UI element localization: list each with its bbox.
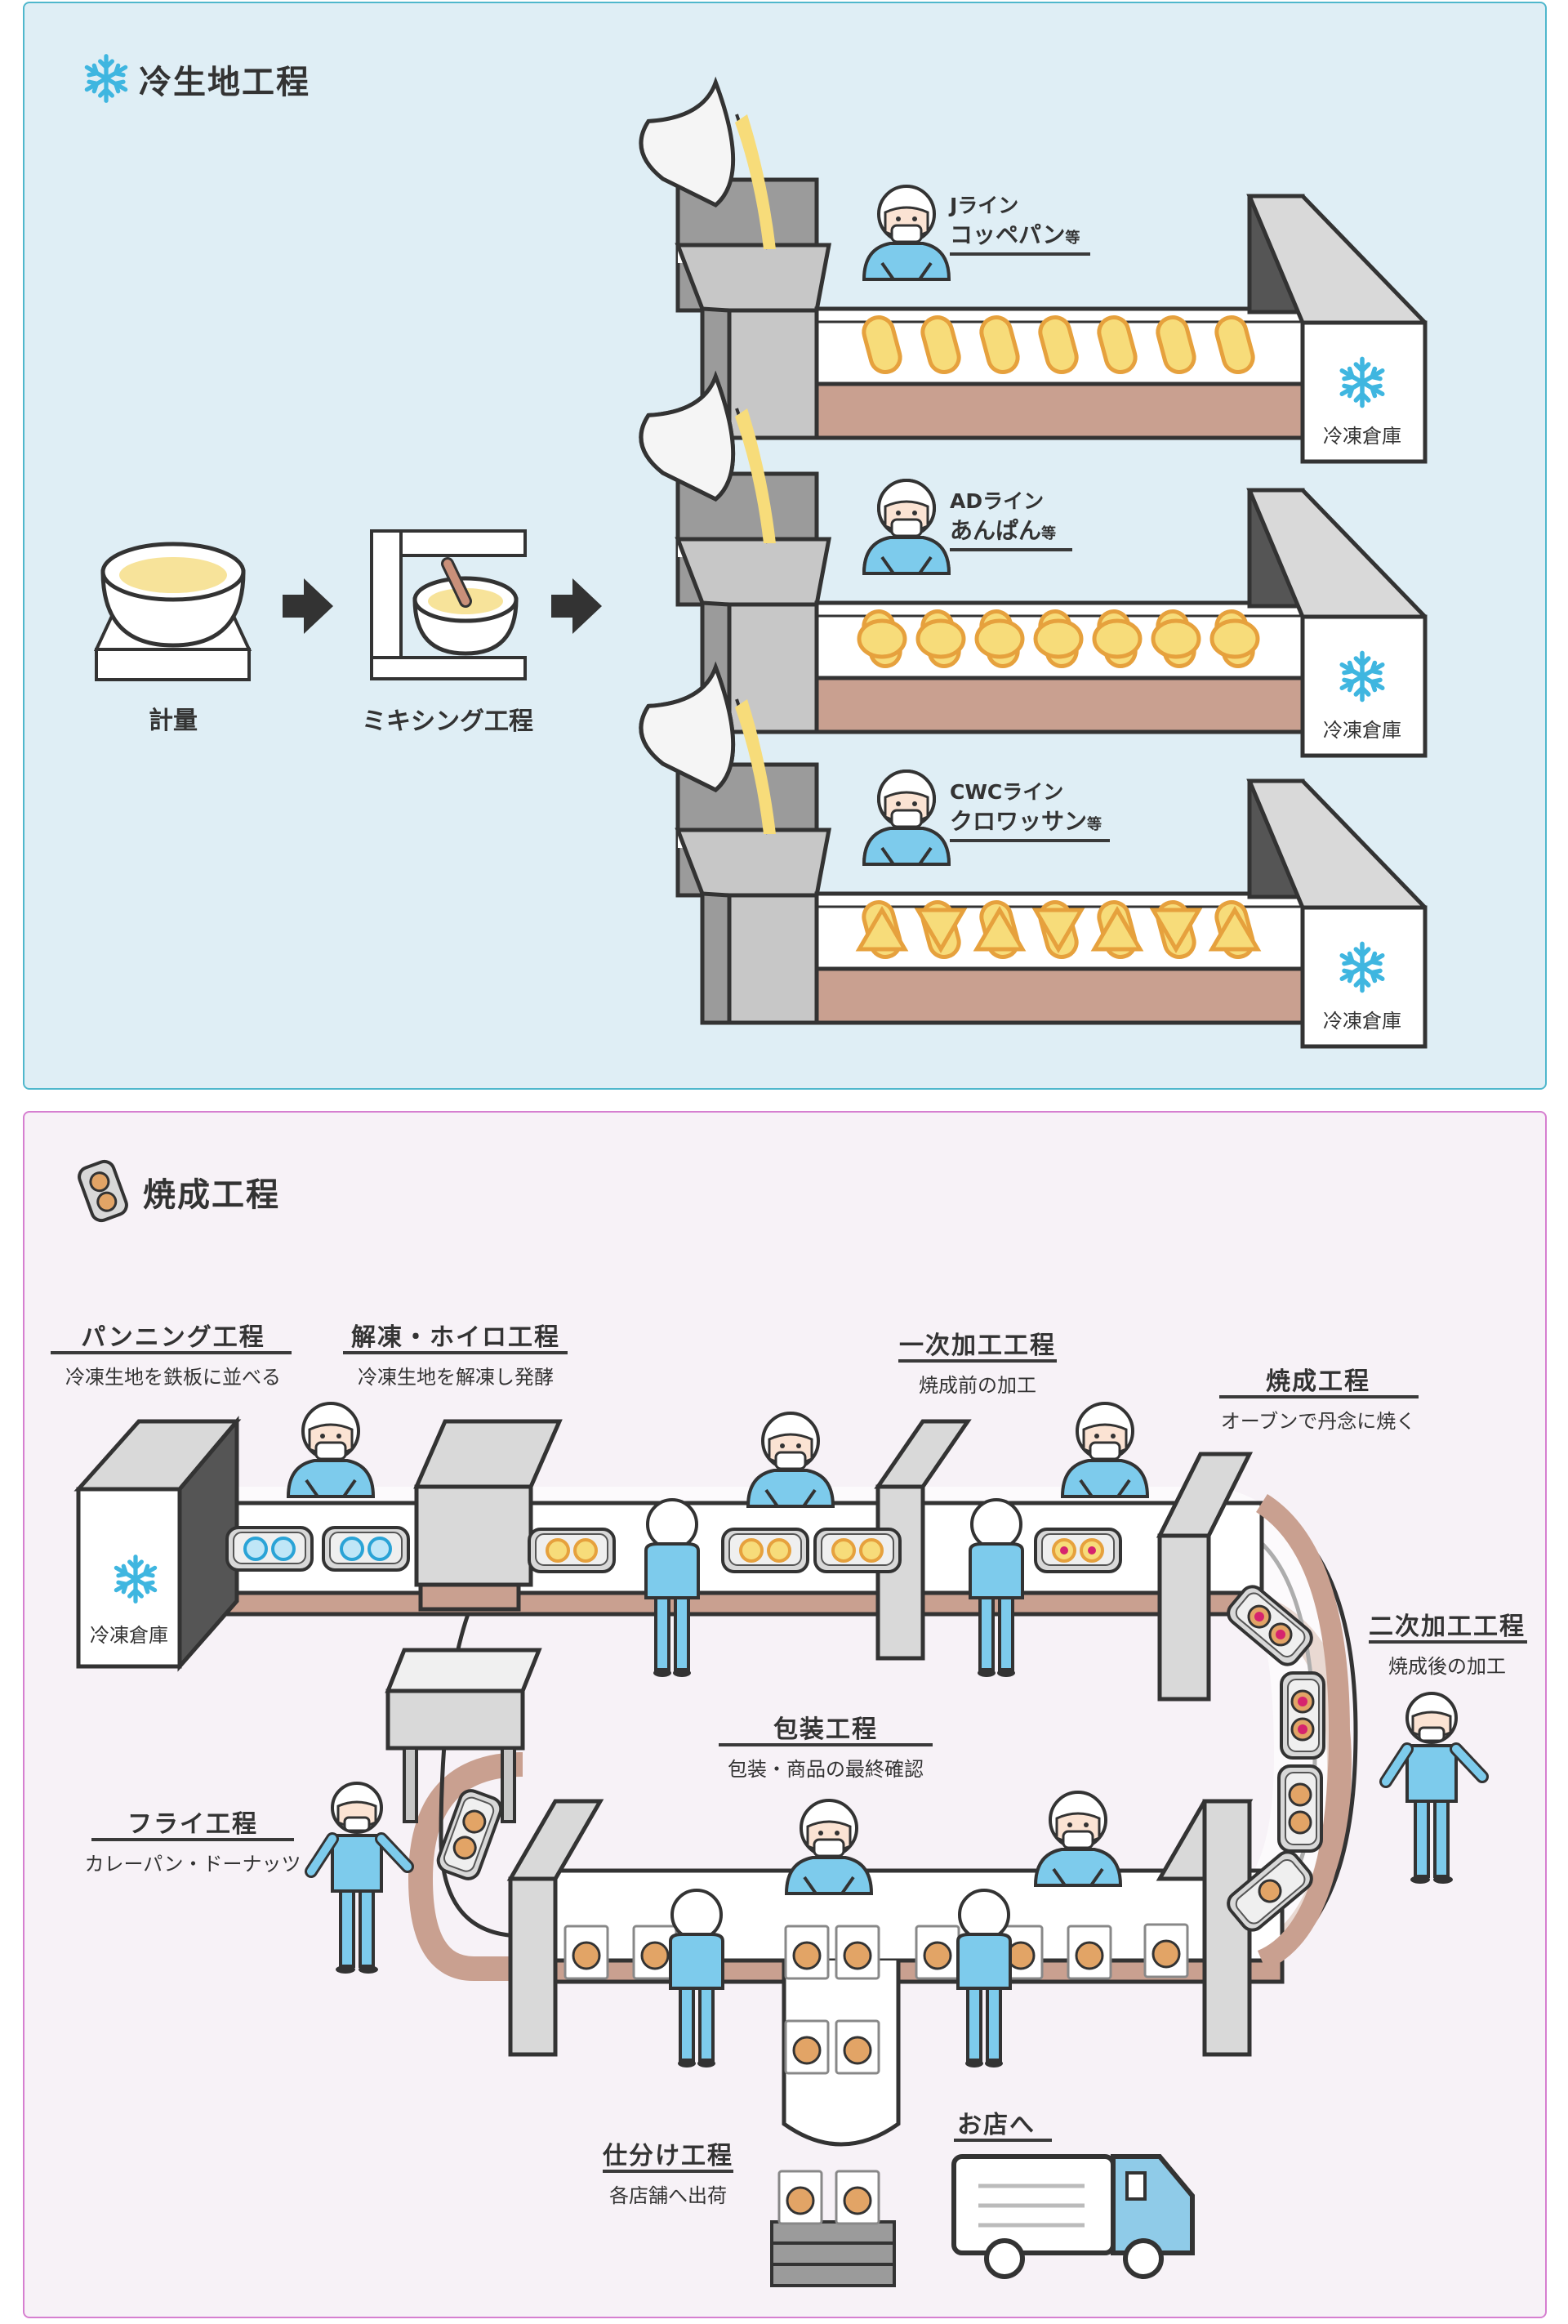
- baking-tray-icon: [78, 1159, 128, 1223]
- line-j-name: Jライン: [950, 194, 1019, 217]
- baking-storage-label: 冷凍倉庫: [90, 1624, 168, 1647]
- dough-piece: [915, 618, 966, 659]
- line-worker: [862, 769, 951, 866]
- line-ad-product: あんぱん等: [950, 517, 1057, 544]
- baking-section-title: 焼成工程: [143, 1176, 280, 1214]
- production-line-ad: [639, 370, 1428, 758]
- arrow-right-icon: [551, 578, 602, 634]
- dough-piece: [1156, 315, 1196, 374]
- dough-bowl-icon: [639, 661, 736, 792]
- process-secondary-title: 二次加工工程: [1369, 1613, 1526, 1641]
- dough-piece: [973, 906, 1027, 952]
- line-ad-storage: 冷凍倉庫: [1323, 719, 1401, 742]
- line-worker: [862, 185, 951, 281]
- process-primary-desc: 焼成前の加工: [919, 1374, 1036, 1397]
- delivery-label: お店へ: [957, 2111, 1036, 2139]
- process-bake-desc: オーブンで丹念に焼く: [1220, 1410, 1416, 1433]
- process-packaging-desc: 包装・商品の最終確認: [728, 1758, 924, 1781]
- dough-piece: [1149, 908, 1203, 953]
- dough-piece: [1151, 618, 1201, 659]
- tray-row-panning: [225, 1526, 410, 1572]
- dough-piece: [1209, 618, 1260, 659]
- dough-piece: [855, 906, 909, 952]
- process-panning-title: パンニング工程: [81, 1323, 265, 1352]
- line-ad-name: ADライン: [950, 489, 1045, 513]
- dough-piece: [1038, 315, 1079, 374]
- line-cwc-name: CWCライン: [950, 780, 1064, 804]
- dough-bowl-icon: [639, 76, 736, 207]
- dough-bowl-icon: [639, 370, 736, 502]
- line-cwc-storage: 冷凍倉庫: [1323, 1010, 1401, 1033]
- process-thaw-desc: 冷凍生地を解凍し発酵: [358, 1366, 554, 1389]
- step-mixing-label: ミキシング工程: [362, 707, 533, 736]
- arrow-right-icon: [283, 578, 333, 634]
- line-j-storage: 冷凍倉庫: [1323, 425, 1401, 448]
- process-thaw-underline: [343, 1351, 568, 1354]
- process-fry-title: フライ工程: [127, 1810, 258, 1839]
- process-bake-title: 焼成工程: [1266, 1367, 1370, 1396]
- delivery-underline: [954, 2139, 1052, 2142]
- process-bake-underline: [1219, 1395, 1419, 1398]
- line-j-product: コッペパン等: [950, 221, 1080, 248]
- dough-piece: [1031, 908, 1085, 953]
- dough-piece: [1208, 906, 1262, 952]
- delivery-truck-icon: [951, 2154, 1195, 2279]
- baking-cold-storage: [74, 1416, 242, 1672]
- process-fry-desc: カレーパン・ドーナッツ: [84, 1853, 301, 1876]
- shipping-crate: [770, 2170, 896, 2287]
- dough-piece: [1097, 315, 1138, 374]
- weighing-scale-illustration: [93, 542, 252, 681]
- fryer-machine: [385, 1582, 542, 1823]
- dough-piece: [914, 908, 968, 953]
- line-ad-underline: [950, 548, 1072, 551]
- production-line-cwc: [639, 661, 1428, 1049]
- process-primary-title: 一次加工工程: [899, 1332, 1056, 1360]
- dough-piece: [1092, 618, 1143, 659]
- dough-piece: [862, 315, 902, 374]
- frozen-section-title: 冷生地工程: [139, 64, 310, 101]
- dough-piece: [920, 315, 961, 374]
- tray-row-primary: [1034, 1528, 1122, 1573]
- production-line-j: [639, 76, 1428, 464]
- process-fry-underline: [91, 1838, 294, 1841]
- process-sorting-underline: [603, 2170, 733, 2173]
- dough-piece: [1033, 618, 1084, 659]
- process-packaging-title: 包装工程: [773, 1715, 878, 1744]
- process-packaging-underline: [719, 1743, 933, 1746]
- line-worker: [862, 479, 951, 575]
- process-secondary-underline: [1369, 1640, 1527, 1644]
- process-sorting-title: 仕分け工程: [603, 2142, 733, 2170]
- tray-fryer: [433, 1786, 506, 1884]
- process-panning-underline: [51, 1351, 292, 1354]
- mixer-illustration: [370, 529, 527, 680]
- process-sorting-desc: 各店舗へ出荷: [609, 2184, 727, 2207]
- line-cwc-underline: [950, 839, 1110, 842]
- dough-piece: [974, 618, 1025, 659]
- tray-row-thaw: [528, 1528, 902, 1573]
- process-primary-underline: [898, 1359, 1057, 1363]
- process-thaw-title: 解凍・ホイロ工程: [351, 1323, 560, 1352]
- process-panning-desc: 冷凍生地を鉄板に並べる: [65, 1366, 281, 1389]
- dough-piece: [1090, 906, 1144, 952]
- snowflake-icon: [87, 56, 125, 101]
- step-weighing-label: 計量: [149, 707, 198, 735]
- line-j-underline: [950, 252, 1090, 256]
- process-secondary-desc: 焼成後の加工: [1388, 1655, 1506, 1678]
- tray-row-secondary: [1222, 1580, 1325, 1937]
- dough-piece: [979, 315, 1020, 374]
- dough-piece: [857, 618, 907, 659]
- dough-piece: [1214, 315, 1255, 374]
- line-cwc-product: クロワッサン等: [950, 808, 1102, 835]
